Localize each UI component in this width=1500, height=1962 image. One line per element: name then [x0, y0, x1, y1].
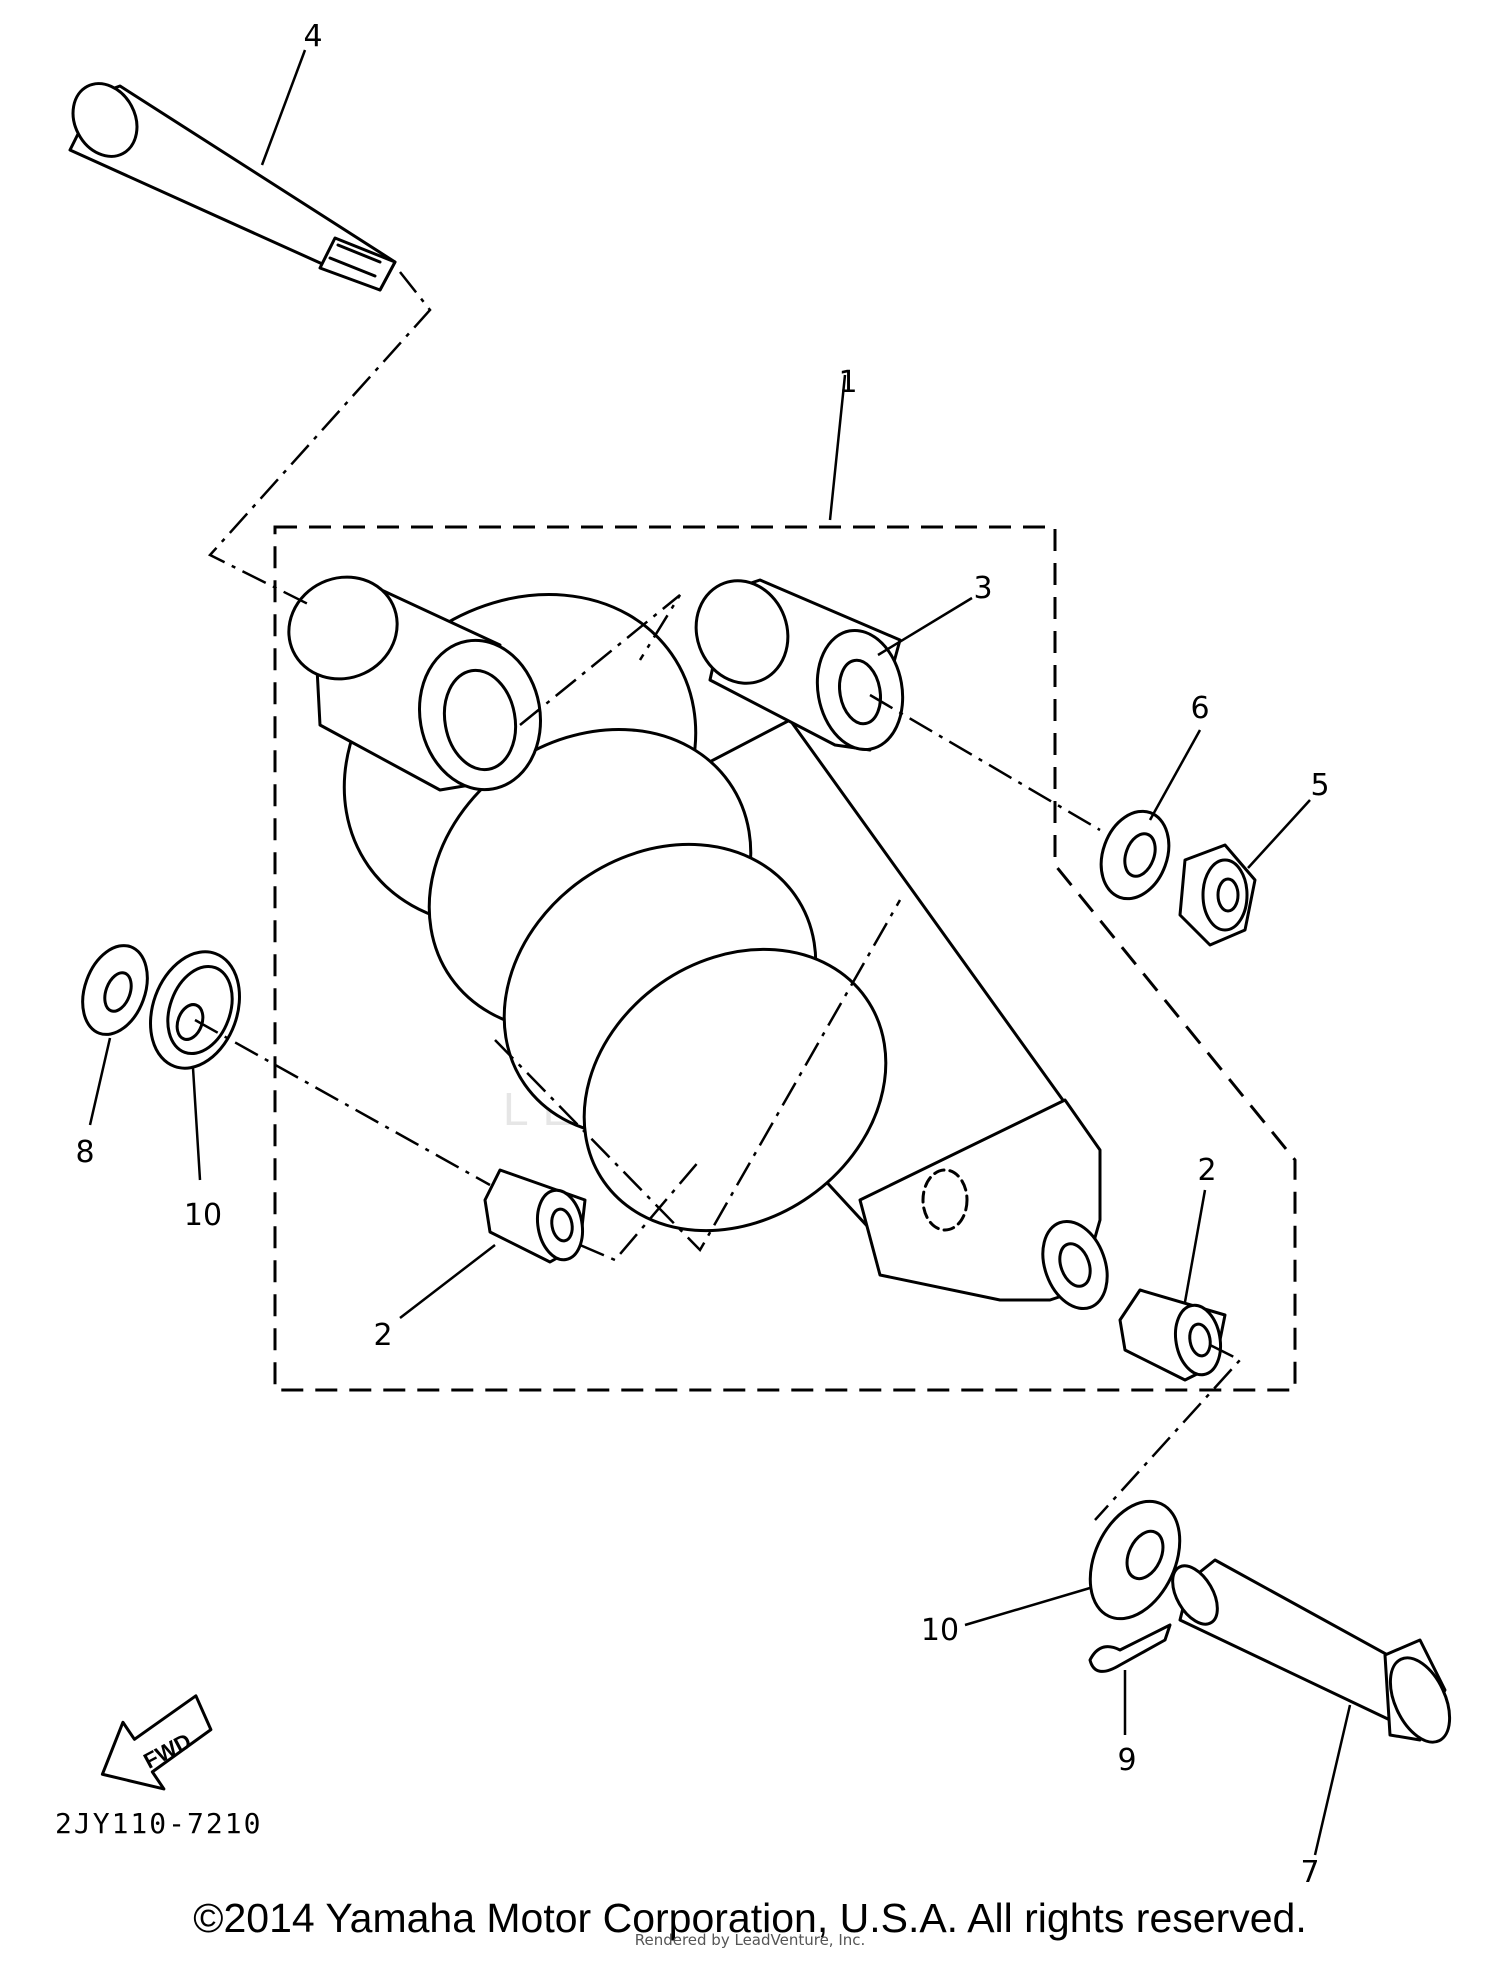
- callout-7: 7: [1300, 1855, 1319, 1890]
- callout-1: 1: [838, 365, 857, 400]
- bushing-part-2-left[interactable]: [483, 1168, 588, 1264]
- callout-9: 9: [1117, 1743, 1136, 1778]
- callout-10-right: 10: [921, 1613, 959, 1648]
- bushing-part-3[interactable]: [682, 568, 912, 757]
- callouts: 4 1 3 6 5 8 10 2 2 10 9 7: [75, 19, 1329, 1890]
- diagram-code: 2JY110-7210: [55, 1807, 262, 1840]
- bolt-part-4[interactable]: [61, 72, 397, 292]
- washer-part-10-right[interactable]: [1073, 1487, 1198, 1633]
- assembly-boundary: [273, 525, 1297, 1392]
- washer-part-6[interactable]: [1090, 802, 1181, 908]
- fwd-arrow: FWD: [100, 1694, 213, 1791]
- copyright-notice: ©2014 Yamaha Motor Corporation, U.S.A. A…: [193, 1895, 1307, 1941]
- callout-4: 4: [303, 19, 322, 54]
- callout-5: 5: [1310, 768, 1329, 803]
- callout-3: 3: [973, 571, 992, 606]
- callout-leaders: [88, 49, 1352, 1856]
- callout-6: 6: [1190, 691, 1209, 726]
- washer-part-10-left[interactable]: [135, 939, 255, 1080]
- cotter-pin-part-9[interactable]: [1088, 1623, 1172, 1673]
- pin-part-7[interactable]: [1163, 1558, 1461, 1751]
- bushing-part-2-right[interactable]: [1118, 1288, 1227, 1382]
- callout-2-right: 2: [1197, 1153, 1216, 1188]
- callout-10-left: 10: [184, 1198, 222, 1233]
- shock-absorber-part-1[interactable]: [272, 527, 1119, 1318]
- callout-8: 8: [75, 1135, 94, 1170]
- nut-part-5[interactable]: [1178, 843, 1257, 947]
- rendered-by-notice: Rendered by LeadVenture, Inc.: [634, 1931, 866, 1949]
- callout-2-left: 2: [373, 1318, 392, 1353]
- assembly-lines: [194, 271, 1243, 1521]
- washer-part-8[interactable]: [71, 937, 159, 1044]
